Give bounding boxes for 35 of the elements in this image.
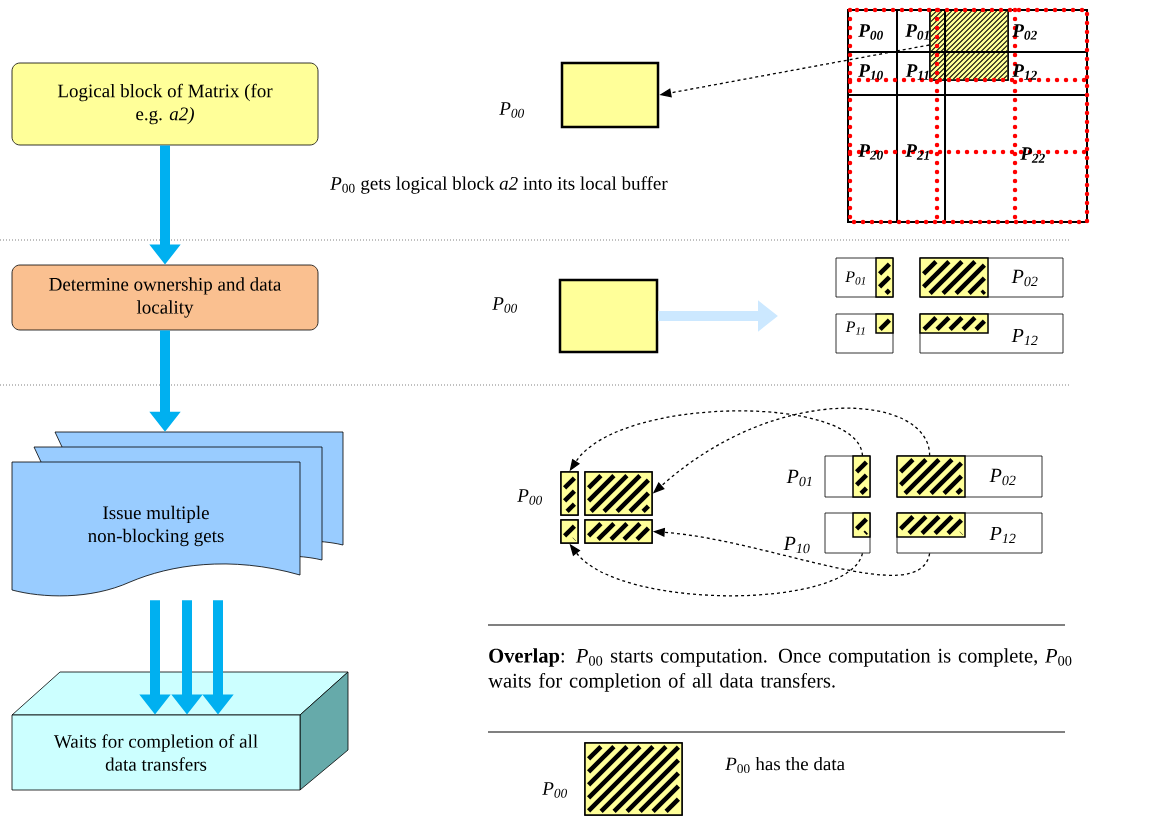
cell-label: P$_{11}$ [905,64,929,80]
process-box: Determine ownership and data locality [11,264,319,331]
partition-box: P$_{12}$ [919,313,1064,354]
process-box: Logical block of Matrix (for e.g. a2) [11,62,319,146]
hatched-block [560,471,579,516]
caption: P$_{00}$ gets logical block a2 into its local buffer [330,176,668,194]
hatched-block [584,471,653,516]
partition-box: P$_{10}$ [783,512,871,554]
partition-box: P$_{01}$ [835,257,894,298]
processor-label: P$_{00}$ [542,782,568,798]
hatched-block [584,742,683,816]
cell-label: P$_{00}$ [858,24,883,40]
processor-label: P$_{00}$ [492,297,518,313]
buffer-box [558,278,659,354]
caption: P$_{00}$ has the data [725,756,845,774]
cell-label: P$_{20}$ [858,144,883,160]
buffer-box [560,61,660,129]
partition-box: P$_{02}$ [919,257,1064,298]
node-label: P$_{01}$ [786,469,812,487]
hatched-block [560,519,579,544]
processor-label: P$_{00}$ [517,489,543,505]
node-label: P$_{10}$ [783,536,810,554]
cell-label: P$_{21}$ [905,144,929,160]
partition-box: P$_{01}$ [786,455,871,498]
note-text: Overlap: P$_{00}$ starts computation. Once computation is complete, P$_{00}$ waits for completion of all data transfers. [488,648,1072,692]
cell-label: P$_{10}$ [858,64,883,80]
cell-label: P$_{01}$ [905,24,929,40]
partition-box: P$_{11}$ [835,313,894,354]
document-stack: Issue multiple non-blocking gets [11,431,344,597]
processor-label: P$_{00}$ [499,102,525,118]
cell-label: P$_{22}$ [1020,147,1045,163]
partition-box: P$_{12}$ [896,512,1043,554]
partition-box: P$_{02}$ [896,455,1043,498]
block-box: Waits for completion of all data transfers [11,671,349,791]
hatched-block [584,519,653,544]
